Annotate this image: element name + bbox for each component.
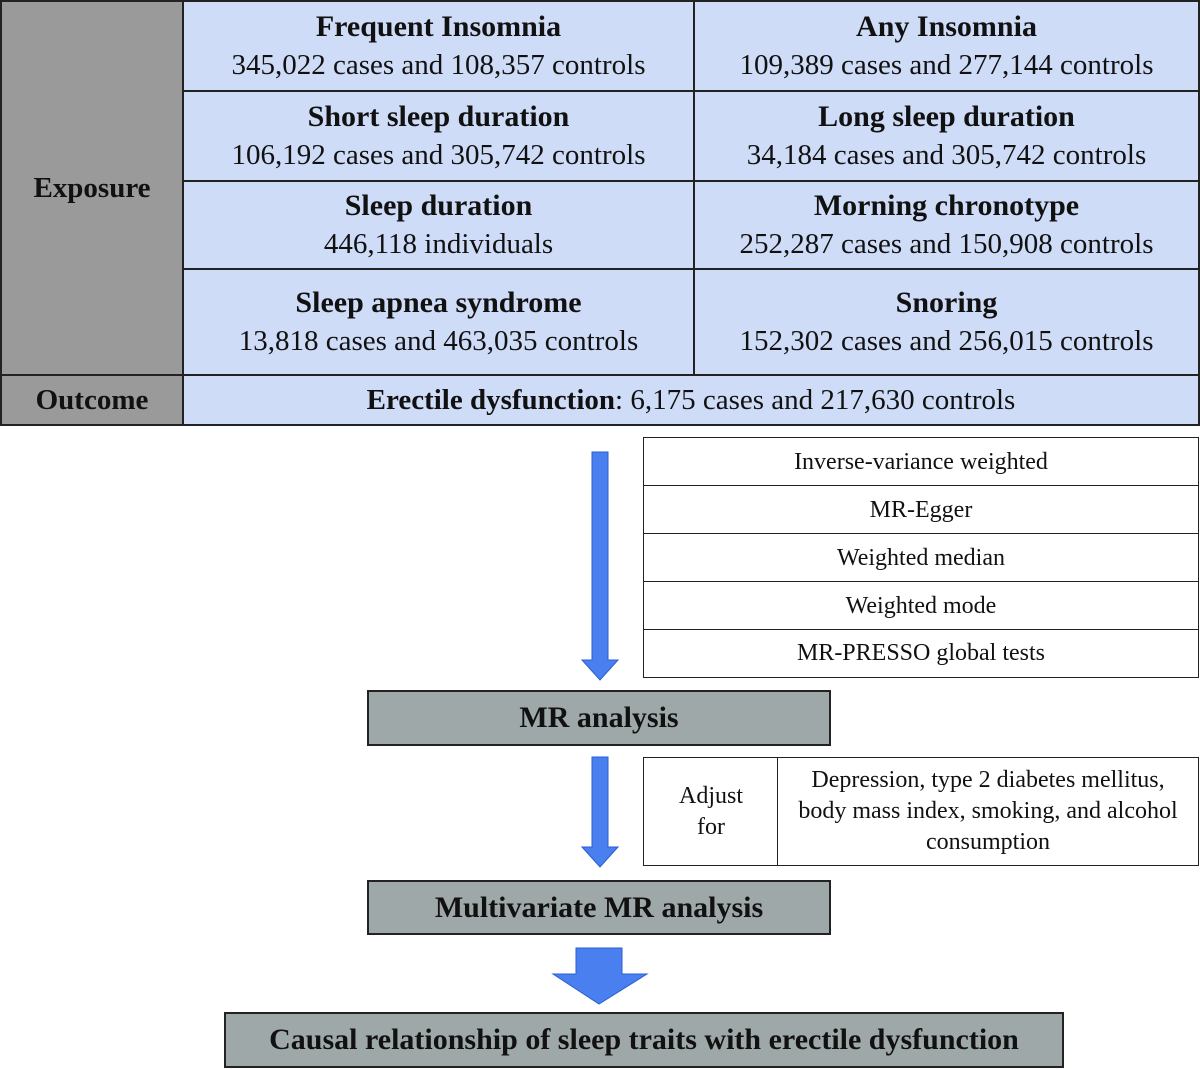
method-mr-presso: MR-PRESSO global tests <box>643 629 1199 678</box>
arrow-down-2 <box>580 756 620 868</box>
outcome-title: Erectile dysfunction <box>366 383 616 416</box>
conclusion-label: Causal relationship of sleep traits with… <box>269 1023 1019 1056</box>
outcome-label: Outcome <box>0 374 184 426</box>
method-label: MR-Egger <box>869 496 973 523</box>
adjust-covariates: Depression, type 2 diabetes mellitus, bo… <box>798 767 1178 855</box>
method-mr-egger: MR-Egger <box>643 485 1199 535</box>
trait-title: Sleep apnea syndrome <box>295 286 582 319</box>
exposure-label-text: Exposure <box>33 171 151 204</box>
trait-title: Short sleep duration <box>307 100 570 133</box>
trait-morning-chronotype: Morning chronotype 252,287 cases and 150… <box>693 180 1200 270</box>
trait-long-sleep-duration: Long sleep duration 34,184 cases and 305… <box>693 90 1200 182</box>
trait-title: Frequent Insomnia <box>315 10 562 43</box>
conclusion-box: Causal relationship of sleep traits with… <box>224 1012 1064 1068</box>
outcome-cell: Erectile dysfunction: 6,175 cases and 21… <box>182 374 1200 426</box>
trait-detail: 109,389 cases and 277,144 controls <box>739 49 1154 81</box>
multivariate-mr-box: Multivariate MR analysis <box>367 880 831 935</box>
trait-detail: 252,287 cases and 150,908 controls <box>739 228 1154 260</box>
trait-detail: 13,818 cases and 463,035 controls <box>238 325 639 357</box>
trait-detail: 152,302 cases and 256,015 controls <box>739 325 1154 357</box>
arrow-down-3 <box>551 947 649 1005</box>
exposure-label: Exposure <box>0 0 184 376</box>
method-ivw: Inverse-variance weighted <box>643 437 1199 487</box>
mr-analysis-box: MR analysis <box>367 690 831 746</box>
trait-sleep-duration: Sleep duration 446,118 individuals <box>182 180 695 270</box>
trait-detail: 345,022 cases and 108,357 controls <box>231 49 646 81</box>
adjust-label-box: Adjust for <box>643 757 779 866</box>
trait-sleep-apnea-syndrome: Sleep apnea syndrome 13,818 cases and 46… <box>182 268 695 376</box>
trait-title: Any Insomnia <box>856 10 1037 43</box>
outcome-detail: : 6,175 cases and 217,630 controls <box>615 383 1016 416</box>
arrow-down-1 <box>580 451 620 681</box>
trait-detail: 446,118 individuals <box>323 228 554 260</box>
mr-analysis-label: MR analysis <box>519 701 679 734</box>
method-label: MR-PRESSO global tests <box>796 640 1046 666</box>
trait-any-insomnia: Any Insomnia 109,389 cases and 277,144 c… <box>693 0 1200 92</box>
outcome-label-text: Outcome <box>35 383 149 416</box>
method-label: Weighted median <box>836 544 1005 571</box>
method-weighted-mode: Weighted mode <box>643 581 1199 631</box>
trait-short-sleep-duration: Short sleep duration 106,192 cases and 3… <box>182 90 695 182</box>
method-weighted-median: Weighted median <box>643 533 1199 583</box>
adjust-covariates-box: Depression, type 2 diabetes mellitus, bo… <box>777 757 1199 866</box>
trait-detail: 34,184 cases and 305,742 controls <box>746 139 1147 171</box>
trait-title: Morning chronotype <box>813 189 1080 222</box>
method-label: Inverse-variance weighted <box>794 448 1048 475</box>
trait-title: Long sleep duration <box>818 100 1075 133</box>
method-label: Weighted mode <box>845 592 997 619</box>
multivariate-mr-label: Multivariate MR analysis <box>434 890 764 924</box>
trait-title: Snoring <box>895 286 998 319</box>
trait-title: Sleep duration <box>344 189 533 222</box>
adjust-label: Adjust for <box>678 782 743 840</box>
trait-frequent-insomnia: Frequent Insomnia 345,022 cases and 108,… <box>182 0 695 92</box>
trait-snoring: Snoring 152,302 cases and 256,015 contro… <box>693 268 1200 376</box>
trait-detail: 106,192 cases and 305,742 controls <box>231 139 646 171</box>
